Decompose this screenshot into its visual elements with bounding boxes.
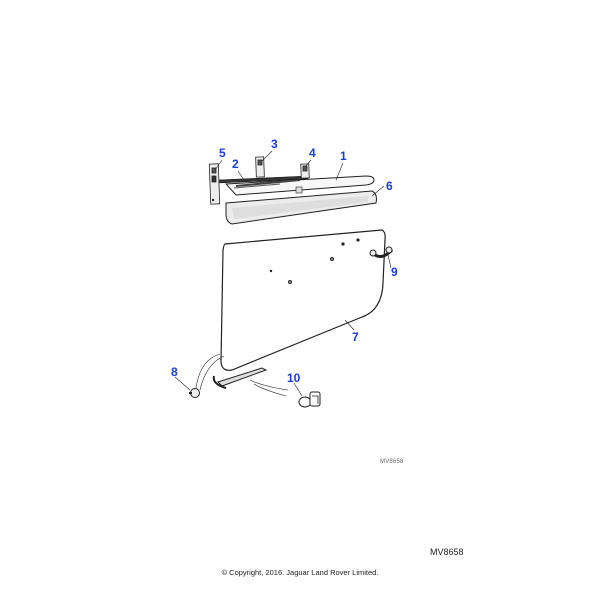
- part-7-trim-panel: [220, 229, 386, 371]
- callout-8: 8: [171, 365, 178, 379]
- part-3-clip: [255, 156, 265, 178]
- callout-9: 9: [391, 265, 398, 279]
- callout-4: 4: [309, 146, 316, 160]
- callout-3: 3: [271, 137, 278, 151]
- part-9-pull-handle: [369, 246, 394, 258]
- illustration-reference: MV8658: [380, 459, 404, 465]
- callout-1: 1: [340, 149, 347, 163]
- copyright-notice: © Copyright, 2016. Jaguar Land Rover Lim…: [221, 568, 379, 577]
- part-6-capping: [225, 190, 377, 225]
- part-10-clip: [212, 367, 321, 408]
- part-5-clip: [208, 163, 221, 205]
- callout-7: 7: [352, 330, 359, 344]
- callout-6: 6: [386, 179, 393, 193]
- part-8-fastener: [189, 353, 225, 398]
- part-4-clip: [300, 163, 310, 179]
- leader-lines: [174, 150, 392, 397]
- callout-2: 2: [232, 157, 239, 171]
- callout-5: 5: [219, 146, 226, 160]
- figure-reference: MV8658: [430, 547, 464, 557]
- part-1-waist-finisher: [224, 175, 375, 196]
- callout-10: 10: [287, 371, 301, 385]
